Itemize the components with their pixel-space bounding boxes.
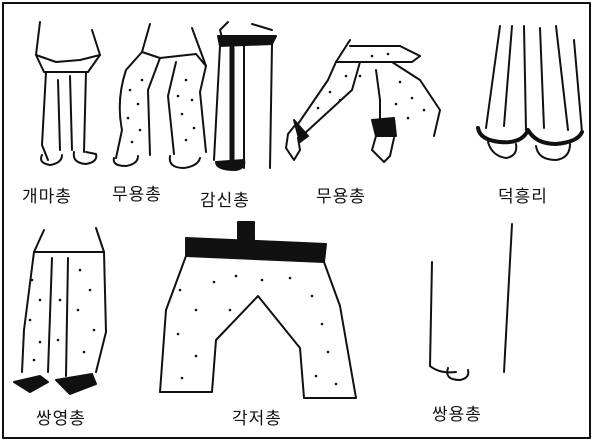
- trousers-muyongchong-2-drawing: [286, 40, 440, 162]
- label-gaemajeong: 개마총: [22, 182, 72, 207]
- trousers-ssangyongchong-drawing: [430, 224, 512, 380]
- label-muyongchong-1: 무용총: [112, 180, 162, 205]
- trousers-muyongchong-1-drawing: [114, 24, 206, 168]
- trousers-gakjeochong-drawing: [160, 222, 356, 398]
- label-ssangyeongchong: 쌍영총: [36, 404, 86, 429]
- label-deokheungri: 덕흥리: [498, 182, 548, 207]
- trousers-deokheungri-drawing: [478, 26, 582, 160]
- label-gakjeochong: 각저총: [232, 404, 282, 429]
- label-ssangyongchong: 쌍용총: [432, 400, 482, 425]
- label-gamsinchong: 감신총: [200, 186, 250, 211]
- label-muyongchong-2: 무용총: [316, 182, 366, 207]
- trousers-ssangyeongchong-drawing: [14, 228, 106, 394]
- trousers-gamsinchong-drawing: [214, 22, 276, 170]
- trousers-gaemajeong-drawing: [36, 22, 100, 165]
